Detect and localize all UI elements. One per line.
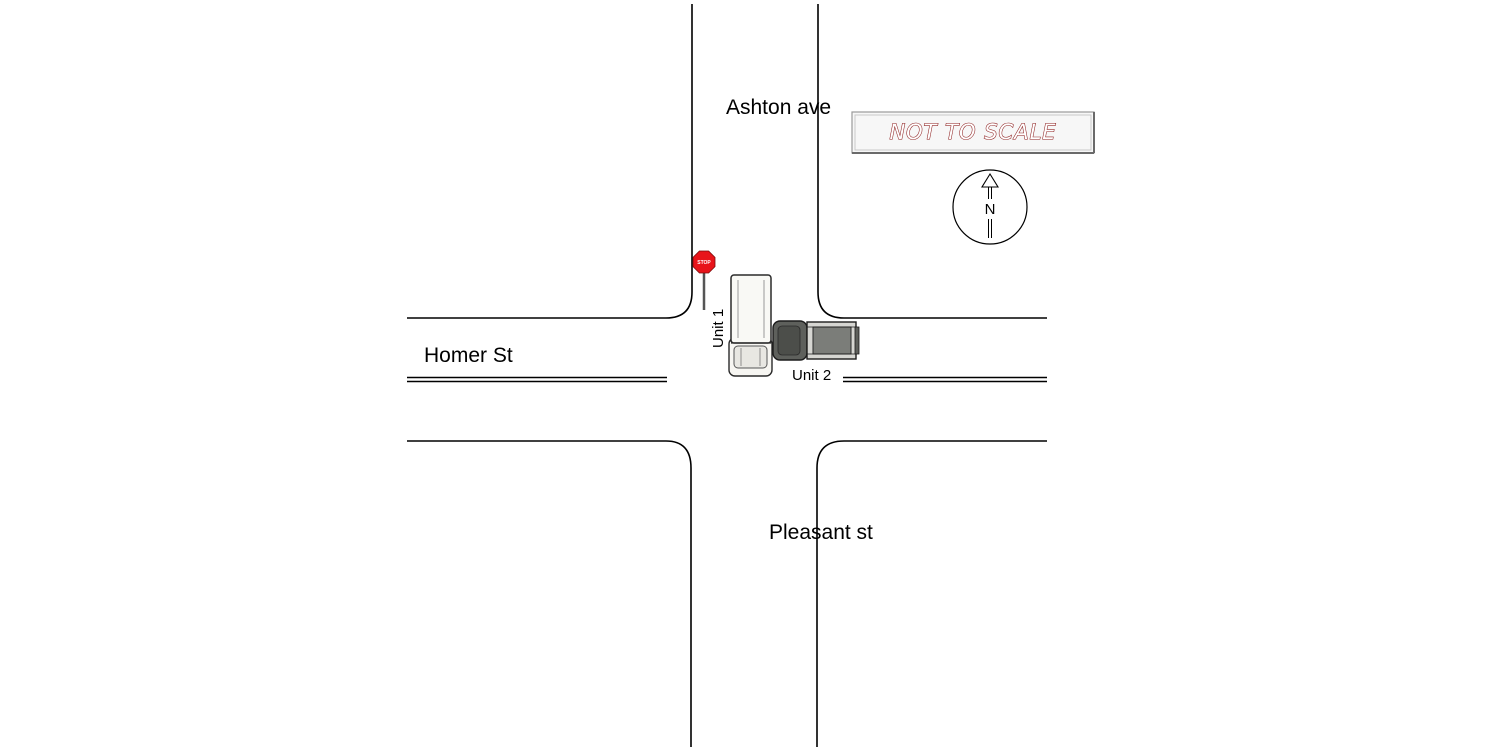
- road-edge-southeast: [816, 440, 1047, 747]
- not-to-scale-text: NOT TO SCALE: [889, 120, 1056, 144]
- stop-sign-text: STOP: [697, 260, 711, 266]
- center-lines: [407, 376, 1047, 383]
- street-label-pleasant: Pleasant st: [769, 521, 873, 544]
- unit2-label: Unit 2: [792, 367, 831, 384]
- road-edge-southwest: [407, 440, 692, 747]
- unit1-label: Unit 1: [710, 309, 727, 348]
- not-to-scale-box: NOT TO SCALE: [851, 111, 1095, 154]
- unit1-vehicle: [728, 274, 773, 377]
- street-label-homer: Homer St: [424, 344, 513, 367]
- north-arrow-icon: N: [952, 169, 1028, 245]
- unit2-vehicle: [772, 320, 860, 361]
- street-label-ashton: Ashton ave: [726, 96, 831, 119]
- road-edge-northeast: [817, 4, 1047, 319]
- stop-sign-icon: STOP: [692, 250, 716, 310]
- road-edge-northwest: [407, 4, 693, 319]
- road-edges: [407, 4, 1047, 747]
- north-arrow-letter: N: [985, 201, 996, 218]
